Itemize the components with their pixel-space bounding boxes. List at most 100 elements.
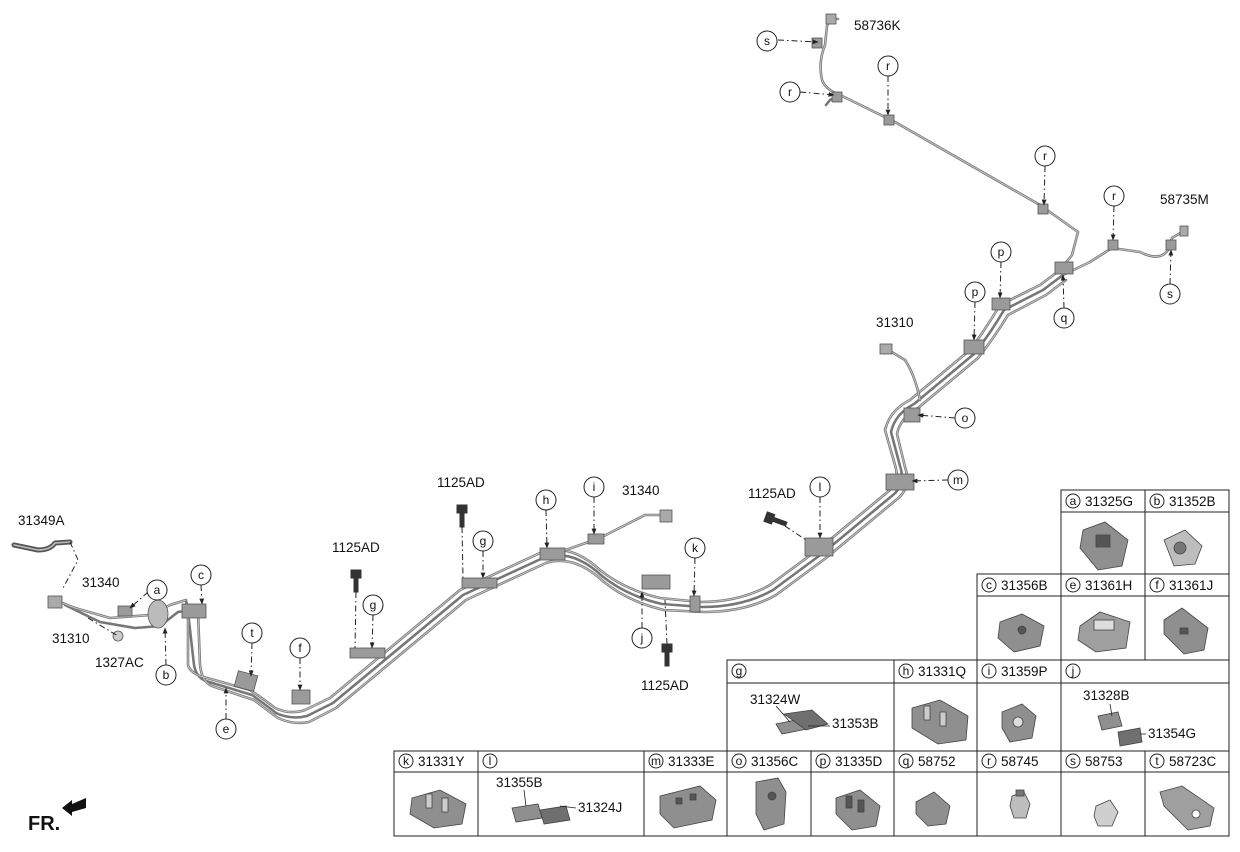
callout-letter: i [593,480,596,494]
legend-letter: a [1070,494,1077,508]
legend-letter: l [489,754,492,768]
callout-letter: s [764,34,770,48]
part-label: 1125AD [437,475,485,490]
legend-letter: e [1070,578,1077,592]
clip-drawing-g [775,705,830,735]
legend-part-number: 58723C [1169,754,1217,769]
legend-part-number: 31328B [1083,688,1130,703]
callout-letter: r [1112,189,1116,203]
callout-letter: t [250,626,254,640]
part-label: 1125AD [748,486,796,501]
legend-cell-s: s 58753 [1065,753,1123,769]
callout-letter: s [1167,287,1173,301]
parts-legend [393,489,1230,837]
tube-clips [47,13,1189,705]
part-label: 1125AD [641,678,689,693]
callout-letter: g [480,534,487,548]
clip-drawing-o [755,777,787,831]
legend-cell-h: h 31331Q [898,663,966,679]
part-label: 58735M [1160,192,1209,207]
clip-drawing-i [1001,703,1037,743]
clip-drawing-l [511,789,577,825]
legend-part-number: 31356B [1001,578,1048,593]
bolt-icon [661,643,673,667]
legend-part-number: 31335D [835,754,883,769]
clip-drawing-t [1159,785,1215,831]
legend-letter: o [736,754,743,768]
legend-cell-f: f 31361J [1149,577,1213,593]
bolt-icon [763,511,788,527]
legend-cell-m: m 31333E [648,753,715,769]
clip-drawing-j [1097,703,1146,747]
clip-drawing-a [1079,521,1129,571]
legend-cell-r: r 58745 [981,753,1039,769]
legend-part-number: 31333E [668,754,715,769]
clip-drawing-q [915,791,951,827]
callout-letter: p [972,285,979,299]
part-label: 31349A [18,513,65,528]
clip-drawing-k [409,789,467,829]
legend-letter: b [1154,494,1161,508]
legend-headers: a 31325G b 31352B c 31356B e 31361H f 31… [398,493,1217,815]
legend-part-number: 31354G [1148,726,1196,741]
front-arrow-icon [62,798,86,816]
legend-letter: q [903,754,910,768]
part-label: 1327AC [95,655,144,670]
legend-letter: j [1071,664,1075,678]
legend-part-drawings [409,521,1215,831]
callout-letter: o [962,411,969,425]
legend-part-number: 31324J [578,800,622,815]
legend-letter: g [736,664,743,678]
legend-letter: i [988,664,991,678]
part-label: 31340 [622,483,660,498]
part-label: 31310 [876,315,914,330]
callout-letter: j [640,631,644,645]
legend-letter: r [987,754,991,768]
callout-letter: r [788,85,792,99]
clip-drawing-p [835,789,881,831]
bolt-icons [350,504,788,667]
callout-letter: h [543,493,550,507]
legend-cell-k: k 31331Y [398,753,465,769]
legend-part-number: 31359P [1001,664,1048,679]
callout-letters: s r r r r s p p q o m l k i h g g f t e … [154,34,1173,736]
leader-lines [61,39,1174,719]
callout-letter: r [886,59,890,73]
callout-letter: b [163,668,170,682]
legend-cell-q: q 58752 [898,753,956,769]
part-label: 31310 [52,631,90,646]
callout-letter: l [819,480,822,494]
clip-drawing-b [1163,529,1203,567]
callout-circles [146,30,1181,740]
bolt-icon [350,569,362,593]
callout-letter: a [154,583,161,597]
callout-letter: g [370,598,377,612]
legend-letter: p [820,754,827,768]
clip-drawing-c [997,613,1045,653]
callout-letter: q [1061,311,1068,325]
legend-part-number: 58753 [1085,754,1123,769]
legend-cell-e: e 31361H [1065,577,1132,593]
front-label: FR. [28,813,60,835]
legend-cell-g: g 31324W 31353B [731,663,879,731]
part-number-labels: 31349A 31340 31310 1327AC 1125AD 1125AD … [18,18,1209,693]
legend-part-number: 31361H [1085,578,1132,593]
legend-cell-b: b 31352B [1149,493,1216,509]
part-label: 1125AD [332,540,380,555]
legend-cell-o: o 31356C [731,753,799,769]
legend-part-number: 31325G [1085,494,1133,509]
legend-letter: f [1155,578,1159,592]
clip-drawing-e [1077,611,1131,653]
legend-part-number: 58745 [1001,754,1039,769]
part-label: 31340 [82,575,120,590]
bolt-icon [456,504,468,528]
front-direction-indicator: FR. [28,798,86,835]
legend-cell-c: c 31356B [981,577,1048,593]
clip-drawing-h [911,699,969,745]
callout-letter: e [223,722,230,736]
legend-part-number: 31324W [750,692,801,707]
clip-drawing-m [659,785,717,829]
legend-letter: m [651,754,661,768]
callout-letter: c [198,568,204,582]
